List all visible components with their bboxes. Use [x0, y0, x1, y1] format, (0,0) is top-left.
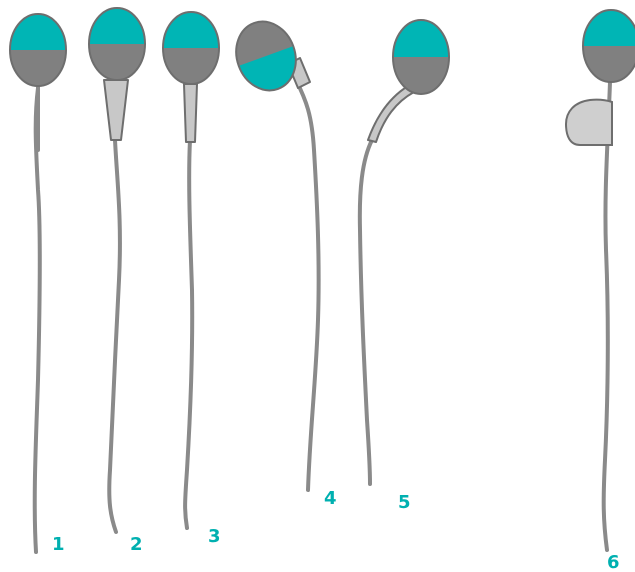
sperm-2: 2: [89, 8, 145, 555]
sperm-5: 5: [360, 20, 449, 513]
sperm-1: 1: [10, 14, 66, 555]
sperm-3-head-acrosome: [163, 12, 219, 48]
sperm-6: 6: [566, 10, 635, 572]
sperm-4-label: 4: [324, 488, 337, 509]
sperm-2-head-acrosome: [89, 8, 145, 44]
sperm-2-tail: [109, 140, 120, 532]
sperm-6-tail: [604, 82, 610, 550]
sperm-5-tail: [360, 140, 372, 484]
sperm-4-tail: [296, 80, 319, 490]
sperm-5-midpiece: [368, 86, 414, 142]
sperm-3-tail: [185, 140, 192, 528]
sperm-2-midpiece: [104, 80, 128, 140]
sperm-1-tail: [35, 88, 40, 552]
sperm-1-head-acrosome: [10, 14, 66, 50]
sperm-3-midpiece: [184, 84, 197, 142]
sperm-3-label: 3: [208, 526, 221, 547]
sperm-5-label: 5: [398, 492, 411, 513]
sperm-3: 3: [163, 12, 221, 547]
sperm-4-head: [227, 13, 305, 99]
sperm-2-label: 2: [130, 534, 143, 555]
sperm-5-head-acrosome: [393, 20, 449, 57]
sperm-4: 4: [227, 13, 337, 509]
sperm-1-label: 1: [52, 534, 65, 555]
sperm-6-label: 6: [607, 552, 620, 572]
sperm-6-cytoplasmic-droplet: [566, 100, 612, 145]
